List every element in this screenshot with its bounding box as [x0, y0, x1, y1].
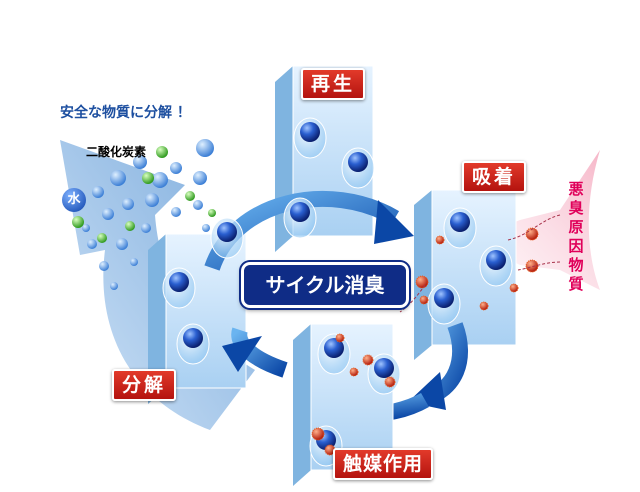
co2-molecule — [156, 146, 168, 158]
center-label: サイクル消臭 — [241, 262, 409, 308]
odor-molecule — [384, 376, 396, 388]
water-molecule — [170, 162, 182, 174]
step-label-catalyst: 触媒作用 — [333, 448, 434, 480]
water-molecule — [130, 258, 138, 266]
water-molecule — [110, 170, 126, 186]
water-molecule — [171, 207, 181, 217]
water-label: 水 — [62, 188, 86, 212]
water-molecule — [110, 282, 118, 290]
water-molecule — [116, 238, 128, 250]
odor-molecule — [479, 301, 489, 311]
water-molecule — [87, 239, 97, 249]
odor-molecule — [415, 275, 429, 289]
water-molecule — [145, 193, 159, 207]
odor-molecule — [362, 354, 374, 366]
water-molecule — [99, 261, 109, 271]
water-molecule — [141, 223, 151, 233]
odor-molecule — [435, 235, 445, 245]
cycle-arrowhead-top — [374, 200, 414, 244]
odor-molecule — [311, 427, 325, 441]
adsorbent-core — [300, 122, 320, 142]
adsorbent-core — [486, 250, 506, 270]
odor-substance-label: 悪臭原因物質 — [568, 180, 584, 293]
step-label-regenerate: 再生 — [301, 68, 366, 100]
water-molecule — [122, 198, 134, 210]
step-label-adsorb: 吸着 — [462, 161, 527, 193]
co2-molecule — [208, 209, 216, 217]
adsorbent-core — [290, 202, 310, 222]
water-molecule — [193, 171, 207, 185]
odor-molecule — [335, 333, 345, 343]
adsorbent-core — [183, 328, 203, 348]
cycle-arrowhead-left — [222, 336, 262, 372]
water-molecule — [102, 208, 114, 220]
adsorbent-core — [169, 272, 189, 292]
co2-molecule — [97, 233, 107, 243]
co2-label: 二酸化炭素 — [86, 145, 147, 159]
adsorbent-core — [217, 222, 237, 242]
water-molecule — [152, 172, 168, 188]
water-molecule — [133, 155, 147, 169]
water-molecule — [193, 200, 203, 210]
safe-substance-text: 安全な物質に分解 ！ — [60, 105, 191, 121]
adsorbent-core — [450, 212, 470, 232]
water-molecule — [196, 139, 214, 157]
odor-molecule — [525, 259, 539, 273]
water-molecule — [92, 186, 104, 198]
odor-molecule — [509, 283, 519, 293]
odor-molecule — [349, 367, 359, 377]
adsorbent-core — [374, 358, 394, 378]
co2-molecule — [72, 216, 84, 228]
adsorbent-core — [348, 152, 368, 172]
water-molecule — [82, 224, 90, 232]
co2-molecule — [142, 172, 154, 184]
co2-molecule — [125, 221, 135, 231]
adsorbent-core — [434, 288, 454, 308]
water-molecule — [202, 224, 210, 232]
odor-molecule — [419, 295, 429, 305]
co2-molecule — [185, 191, 195, 201]
step-label-decompose: 分解 — [112, 369, 177, 401]
adsorbent-core — [324, 338, 344, 358]
odor-paths — [399, 214, 561, 313]
